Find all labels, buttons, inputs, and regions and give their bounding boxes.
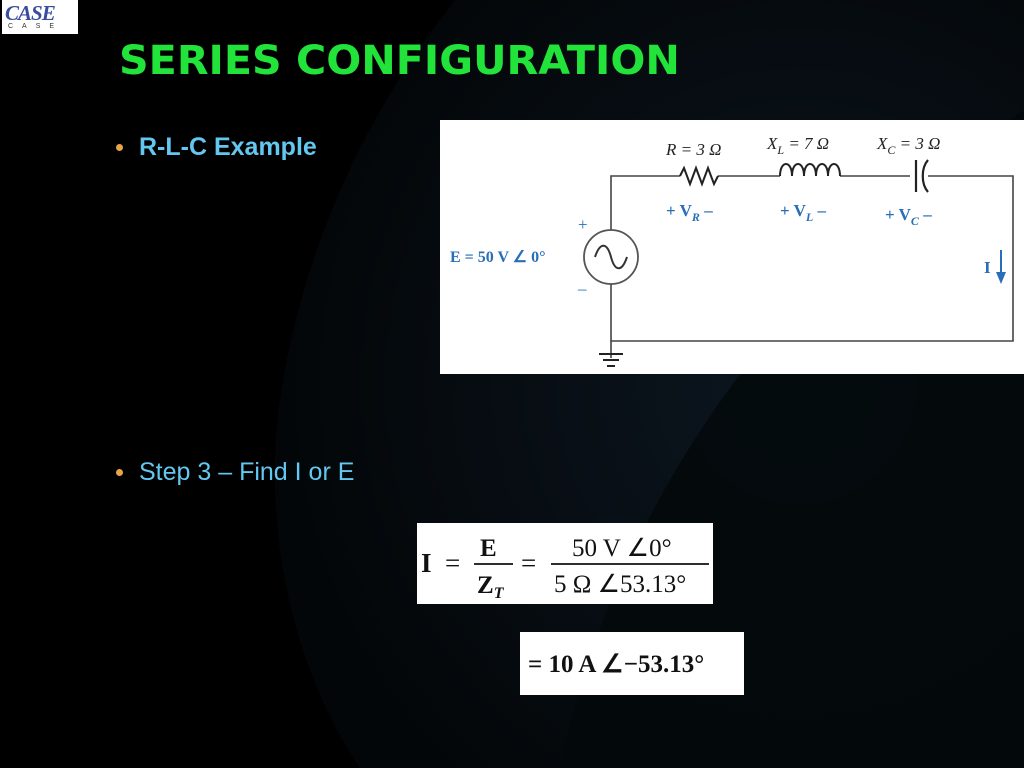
bullet-text: Step 3 – Find I or E [139, 458, 355, 486]
eq-den-value: 5 Ω ∠53.13° [554, 571, 686, 598]
current-label: I [984, 258, 991, 277]
ground-symbol [599, 353, 623, 367]
equation-current-svg: I = E ZT = 50 V ∠0° 5 Ω ∠53.13° [421, 535, 709, 602]
bullet-dot [116, 469, 123, 476]
inductor-label: XL = 7 Ω [766, 134, 829, 157]
source-minus: – [577, 279, 587, 298]
eq-den-zt: ZT [477, 572, 505, 602]
logo-subtext: CASE [8, 23, 64, 30]
equation-result: = 10 A ∠−53.13° [520, 632, 744, 695]
current-arrow [996, 250, 1006, 284]
logo-word: CASE [5, 1, 56, 25]
resistor-label: R = 3 Ω [665, 140, 721, 159]
capacitor-label: XC = 3 Ω [876, 134, 940, 157]
circuit-diagram: R = 3 Ω XL = 7 Ω XC = 3 Ω + VR – + VL – … [440, 120, 1024, 374]
inductor-symbol [779, 163, 841, 177]
eq-lhs: I [421, 548, 432, 578]
resistor-symbol [679, 165, 719, 187]
vl-label: + VL – [780, 201, 827, 224]
ac-source-symbol [583, 229, 639, 285]
eq-num-e: E [480, 535, 497, 562]
bullet-step-3: Step 3 – Find I or E [116, 458, 354, 487]
circuit-svg: R = 3 Ω XL = 7 Ω XC = 3 Ω + VR – + VL – … [450, 134, 1014, 367]
source-plus: + [578, 215, 588, 234]
source-label: E = 50 V ∠ 0° [450, 249, 546, 266]
equation-result-svg: = 10 A ∠−53.13° [528, 651, 704, 678]
slide-title: SERIES CONFIGURATION [119, 38, 680, 84]
bullet-rlc-example: R-L-C Example [116, 133, 317, 162]
bullet-dot [116, 144, 123, 151]
eq-equals-2: = [521, 548, 536, 578]
vr-label: + VR – [666, 201, 713, 224]
capacitor-symbol [914, 159, 929, 193]
eq-equals-1: = [445, 548, 460, 578]
bullet-text: R-L-C Example [139, 133, 317, 161]
eq-result-text: = 10 A ∠−53.13° [528, 651, 704, 678]
vc-label: + VC – [885, 205, 932, 228]
eq-num-value: 50 V ∠0° [572, 535, 672, 562]
equation-current: I = E ZT = 50 V ∠0° 5 Ω ∠53.13° [417, 523, 713, 604]
case-logo: CASE CASE [2, 0, 78, 34]
